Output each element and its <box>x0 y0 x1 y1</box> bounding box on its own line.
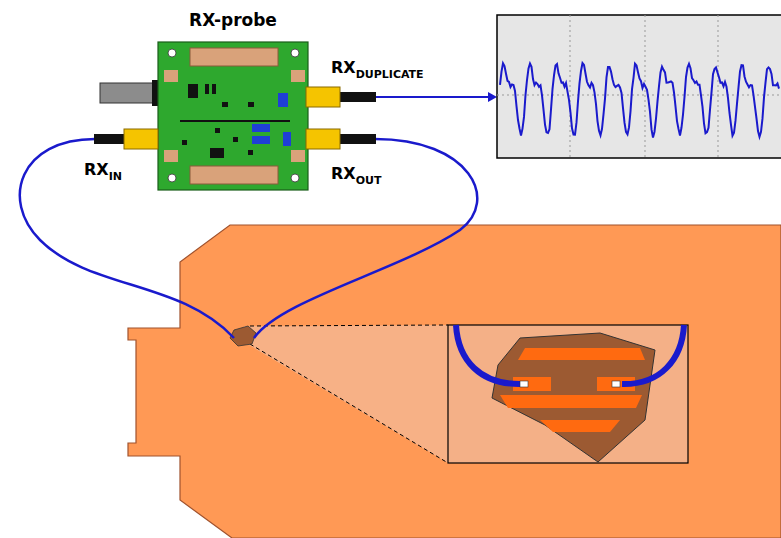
zoom-inset <box>448 325 688 463</box>
inset-cable <box>456 325 522 384</box>
probe-heading: RX-probe <box>189 10 277 30</box>
signal-label: RXDUPLICATE <box>331 58 424 77</box>
signal-name: RX <box>331 58 356 77</box>
scope-screen <box>497 15 781 158</box>
housing <box>128 225 781 538</box>
title-text: RX-probe <box>189 10 277 30</box>
inset-cable <box>622 325 684 384</box>
signal-label: RXIN <box>84 160 122 179</box>
patch <box>230 326 256 346</box>
signal-subscript: DUPLICATE <box>356 68 424 81</box>
leader-line <box>250 325 448 326</box>
waveform <box>500 63 779 137</box>
patch-stripes <box>500 348 645 432</box>
signal-subscript: OUT <box>356 174 382 187</box>
arrowhead <box>488 92 497 102</box>
signal-name: RX <box>331 164 356 183</box>
leader-line <box>250 344 448 463</box>
duplicate-arrow <box>375 96 492 98</box>
zoom-cone <box>244 325 448 463</box>
patch-enlarged <box>492 333 655 462</box>
signal-label: RXOUT <box>331 164 381 183</box>
power-plug <box>100 83 158 103</box>
signal-subscript: IN <box>109 170 122 183</box>
pcb <box>158 42 308 190</box>
signal-name: RX <box>84 160 109 179</box>
